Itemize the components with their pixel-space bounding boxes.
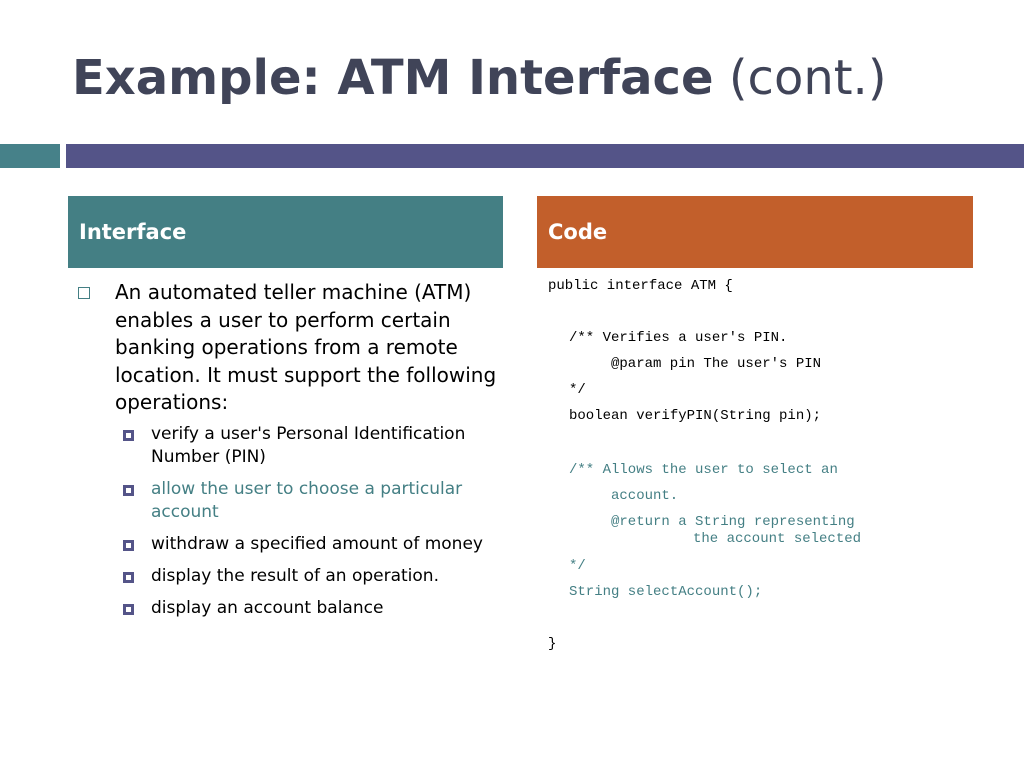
- code-line: the account selected: [693, 531, 862, 547]
- interface-column-header: Interface: [68, 196, 503, 268]
- operation-item: withdraw a specified amount of money: [121, 533, 491, 556]
- interface-intro-bullet: An automated teller machine (ATM) enable…: [78, 279, 508, 417]
- operation-text: allow the user to choose a particular ac…: [151, 479, 463, 522]
- slide-title: Example: ATM Interface (cont.): [72, 50, 887, 106]
- code-header-label: Code: [548, 220, 608, 244]
- code-line: @param pin The user's PIN: [611, 356, 822, 372]
- hollow-square-bullet-icon: [78, 287, 90, 299]
- code-line: account.: [611, 488, 679, 504]
- operations-list: verify a user's Personal Identification …: [121, 423, 491, 629]
- code-line: String selectAccount();: [569, 584, 763, 600]
- square-bullet-icon: [123, 572, 134, 583]
- square-bullet-icon: [123, 430, 134, 441]
- code-column-header: Code: [537, 196, 973, 268]
- square-bullet-icon: [123, 604, 134, 615]
- code-line: boolean verifyPIN(String pin);: [569, 408, 822, 424]
- operation-item: verify a user's Personal Identification …: [121, 423, 491, 469]
- operation-text: verify a user's Personal Identification …: [151, 424, 466, 467]
- slide-title-main: Example: ATM Interface: [72, 50, 714, 106]
- code-line: /** Verifies a user's PIN.: [569, 330, 788, 346]
- operation-text: withdraw a specified amount of money: [151, 534, 483, 554]
- title-accent-bar-purple: [66, 144, 1024, 168]
- operation-text: display the result of an operation.: [151, 566, 439, 586]
- square-bullet-icon: [123, 540, 134, 551]
- slide-title-suffix: (cont.): [728, 50, 887, 106]
- operation-item: display the result of an operation.: [121, 565, 491, 588]
- operation-item: allow the user to choose a particular ac…: [121, 478, 491, 524]
- operation-item: display an account balance: [121, 597, 491, 620]
- code-line: /** Allows the user to select an: [569, 462, 838, 478]
- square-bullet-icon: [123, 485, 134, 496]
- title-accent-bar-teal: [0, 144, 60, 168]
- interface-header-label: Interface: [79, 220, 187, 244]
- code-line: */: [569, 382, 586, 398]
- code-line: }: [548, 636, 557, 652]
- interface-intro-text: An automated teller machine (ATM) enable…: [115, 280, 497, 414]
- code-line: */: [569, 558, 586, 574]
- operation-text: display an account balance: [151, 598, 384, 618]
- code-line: @return a String representing: [611, 514, 855, 530]
- code-line: public interface ATM {: [548, 278, 733, 294]
